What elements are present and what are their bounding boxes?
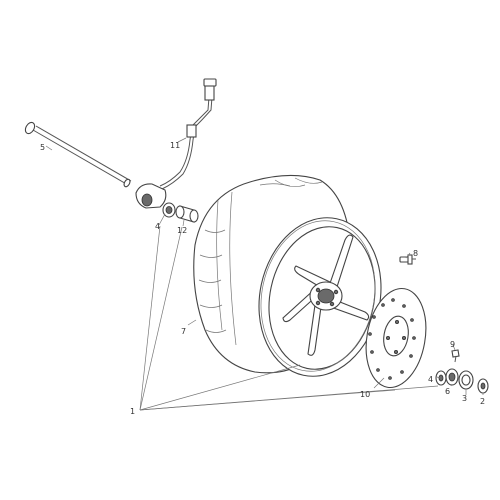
valve bbox=[399, 254, 416, 265]
bearing-right bbox=[435, 370, 447, 386]
callout-spacer-right: 3 bbox=[462, 394, 467, 403]
spacer-left bbox=[175, 205, 199, 223]
callout-dust-cap: 2 bbox=[480, 397, 485, 406]
leader-lines bbox=[45, 137, 484, 411]
callout-spacer-left: 12 bbox=[177, 226, 187, 235]
dust-cap bbox=[477, 378, 489, 394]
callout-bearing-right: 4 bbox=[428, 375, 433, 384]
callout-bearing-left: 4 bbox=[155, 222, 160, 231]
rim bbox=[258, 217, 382, 377]
callouts: 5 11 4 12 7 8 10 9 4 6 3 2 1 bbox=[40, 141, 485, 416]
callout-seal: 6 bbox=[445, 387, 450, 396]
callout-axle: 5 bbox=[40, 143, 45, 152]
callout-valve: 8 bbox=[413, 249, 418, 258]
axle bbox=[24, 121, 132, 188]
callout-tyre: 7 bbox=[181, 327, 186, 336]
callout-speedo-cable: 11 bbox=[170, 141, 180, 150]
brake-disc bbox=[365, 287, 427, 389]
callout-brake-disc: 10 bbox=[360, 390, 370, 399]
spacer-right bbox=[458, 370, 474, 390]
callout-disc-bolt: 9 bbox=[450, 340, 455, 349]
seal bbox=[445, 368, 459, 386]
disc-bolt bbox=[451, 349, 460, 363]
bearing-left bbox=[162, 202, 176, 218]
callout-wheel-assembly: 1 bbox=[130, 407, 135, 416]
speedometer-cable bbox=[135, 78, 217, 209]
